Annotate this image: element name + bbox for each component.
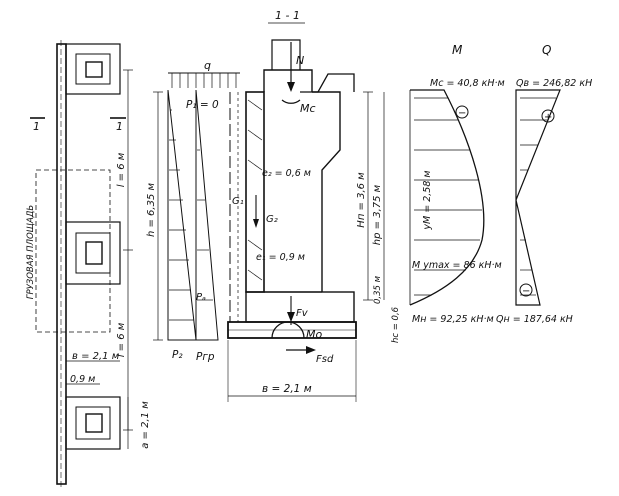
moment-diagram: M − Mc = 40,8 кН·м yM = 2,58 м M ymax = … — [409, 43, 505, 325]
height-h-label: h = 6,35 м — [146, 183, 157, 238]
section-mark-left: 1 — [33, 120, 40, 133]
base-width-label: в = 2,1 м — [262, 383, 312, 395]
fsd-label: Fsd — [316, 354, 334, 365]
q-top-value: Qв = 246,82 кН — [516, 78, 592, 89]
hn-label: Hп = 3,6 м — [356, 172, 367, 228]
m-top-value: Mc = 40,8 кН·м — [430, 78, 505, 89]
plan-dim-a: а = 2,1 м — [140, 401, 151, 449]
g1-label: G₁ — [232, 196, 244, 207]
section-mark-right: 1 — [116, 120, 123, 133]
n-label: N — [296, 54, 304, 67]
m-mid-value: M ymax = 86 кН·м — [412, 260, 502, 271]
m-sign: − — [458, 108, 466, 119]
e1-label: e₁ = 0,9 м — [256, 252, 305, 263]
plan-cargo-area — [35, 169, 111, 333]
m-bottom-value: Mн = 92,25 кН·м — [412, 314, 494, 325]
m-title: M — [452, 43, 463, 57]
q-title: Q — [542, 43, 551, 57]
earth-pressure-diagram: P₁ = 0 P₂ Pгр Pₐ — [167, 89, 219, 363]
plan-wall — [56, 43, 67, 485]
plan-footing-middle — [65, 221, 121, 285]
mc-label: Mc — [300, 102, 316, 115]
plan-view: 1 1 l = 6 м l = 6 м ГРУЗОВАЯ ПЛОЩАДЬ в =… — [26, 40, 151, 488]
plan-footing-bottom — [65, 396, 121, 450]
q-negative-area — [515, 199, 541, 306]
plan-span-bottom: l = 6 м — [116, 322, 127, 357]
p3-label: Pₐ — [196, 292, 206, 303]
m-curve — [409, 89, 485, 306]
plan-cargo-area-label: ГРУЗОВАЯ ПЛОЩАДЬ — [26, 205, 36, 300]
e2-label: e₂ = 0,6 м — [262, 168, 311, 179]
plan-width-a: 0,9 м — [70, 374, 95, 385]
m-y-label: yM = 2,58 м — [422, 170, 433, 230]
pgr-label: Pгр — [196, 351, 215, 363]
plan-span-top: l = 6 м — [116, 152, 127, 187]
plan-footing-top — [65, 43, 121, 95]
g2-label: G₂ — [266, 214, 278, 225]
plan-section-cut: 1 1 — [30, 117, 126, 133]
p1-label: P₁ = 0 — [186, 99, 219, 111]
q-sign-bottom: − — [522, 286, 530, 297]
shear-diagram: Q + − Qв = 246,82 кН Qн = 187,64 кН — [496, 43, 592, 325]
mo-label: Mo — [306, 328, 322, 341]
fv-label: Fv — [296, 308, 309, 319]
p2-label: P₂ — [172, 349, 183, 361]
cross-section: 1 - 1 q — [146, 9, 401, 402]
q-bottom-value: Qн = 187,64 кН — [496, 314, 573, 325]
hp-label: hр = 3,75 м — [372, 184, 383, 245]
load-q-band: q — [168, 59, 240, 88]
dim-035-label: 0,35 м — [373, 275, 383, 304]
plan-width-b: в = 2,1 м — [72, 351, 120, 362]
section-title: 1 - 1 — [275, 9, 300, 22]
q-sign-top: + — [544, 112, 552, 123]
load-q-label: q — [204, 59, 211, 72]
dim-06-label: hс = 0,6 — [391, 306, 401, 343]
